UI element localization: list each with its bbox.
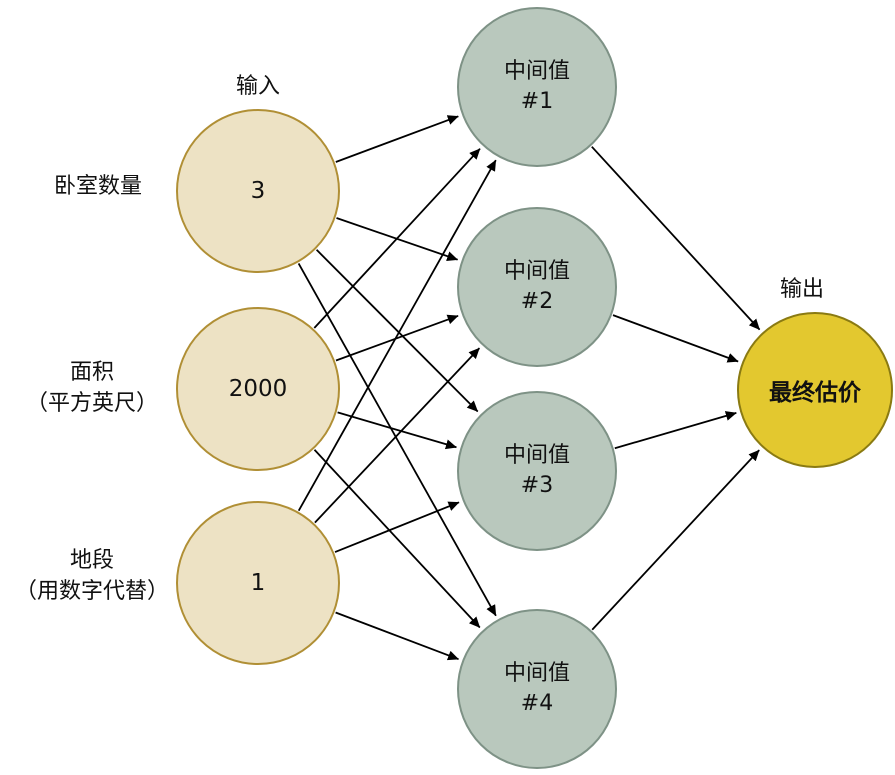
- input-label-location-line2: （用数字代替）: [14, 578, 169, 604]
- edge-group: [297, 115, 761, 661]
- edge-h2-o: [612, 314, 739, 363]
- input-label-location-line1: 地段: [69, 548, 114, 573]
- input-label-area: 面积 （平方英尺）: [2, 358, 182, 420]
- input-label-area-line2: （平方英尺）: [25, 390, 158, 416]
- edge-h1-o: [591, 146, 761, 331]
- hidden-node-4-line1: 中间值: [503, 661, 570, 687]
- hidden-node-2-line1: 中间值: [503, 259, 570, 285]
- edge-i3-h1: [297, 159, 497, 512]
- edge-i3-h4: [335, 611, 459, 661]
- edge-i1-h4: [297, 262, 497, 617]
- hidden-node-1-line2: #1: [520, 89, 554, 114]
- edge-i1-h3: [315, 249, 479, 413]
- output-node-label: 最终估价: [769, 380, 861, 406]
- input-label-bedrooms: 卧室数量: [8, 172, 188, 203]
- input-node-bedrooms-value: 3: [250, 178, 266, 204]
- edge-h3-o: [614, 411, 737, 450]
- edge-i1-h1: [335, 115, 459, 163]
- hidden-node-3-line1: 中间值: [503, 443, 570, 469]
- input-group-label: 输入: [235, 74, 280, 99]
- input-label-bedrooms-line1: 卧室数量: [53, 174, 142, 199]
- input-label-location: 地段 （用数字代替）: [2, 546, 182, 608]
- hidden-node-2-text: 中间值 #2: [504, 257, 570, 316]
- edge-h4-o: [591, 449, 760, 631]
- input-label-area-line1: 面积: [69, 360, 114, 385]
- edge-i2-h4: [313, 449, 481, 629]
- edge-i3-h3: [334, 501, 460, 553]
- hidden-node-4-text: 中间值 #4: [504, 659, 570, 718]
- edge-i2-h3: [337, 411, 457, 450]
- hidden-node-3: 中间值 #3: [457, 391, 617, 551]
- hidden-node-2: 中间值 #2: [457, 207, 617, 367]
- edge-i2-h1: [313, 148, 481, 329]
- input-node-area: 2000: [176, 307, 340, 471]
- output-group-label: 输出: [779, 277, 824, 302]
- edge-i2-h2: [335, 314, 459, 362]
- hidden-node-1: 中间值 #1: [457, 7, 617, 167]
- hidden-node-1-text: 中间值 #1: [504, 57, 570, 116]
- hidden-node-1-line1: 中间值: [503, 59, 570, 85]
- edge-i3-h2: [314, 347, 481, 524]
- input-node-area-value: 2000: [228, 376, 288, 402]
- input-node-bedrooms: 3: [176, 109, 340, 273]
- hidden-node-4-line2: #4: [520, 691, 554, 716]
- hidden-node-3-text: 中间值 #3: [504, 441, 570, 500]
- output-node: 最终估价: [737, 312, 893, 468]
- hidden-node-4: 中间值 #4: [457, 609, 617, 769]
- input-node-location: 1: [176, 501, 340, 665]
- hidden-node-3-line2: #3: [520, 473, 554, 498]
- hidden-node-2-line2: #2: [520, 289, 554, 314]
- input-node-location-value: 1: [250, 570, 266, 596]
